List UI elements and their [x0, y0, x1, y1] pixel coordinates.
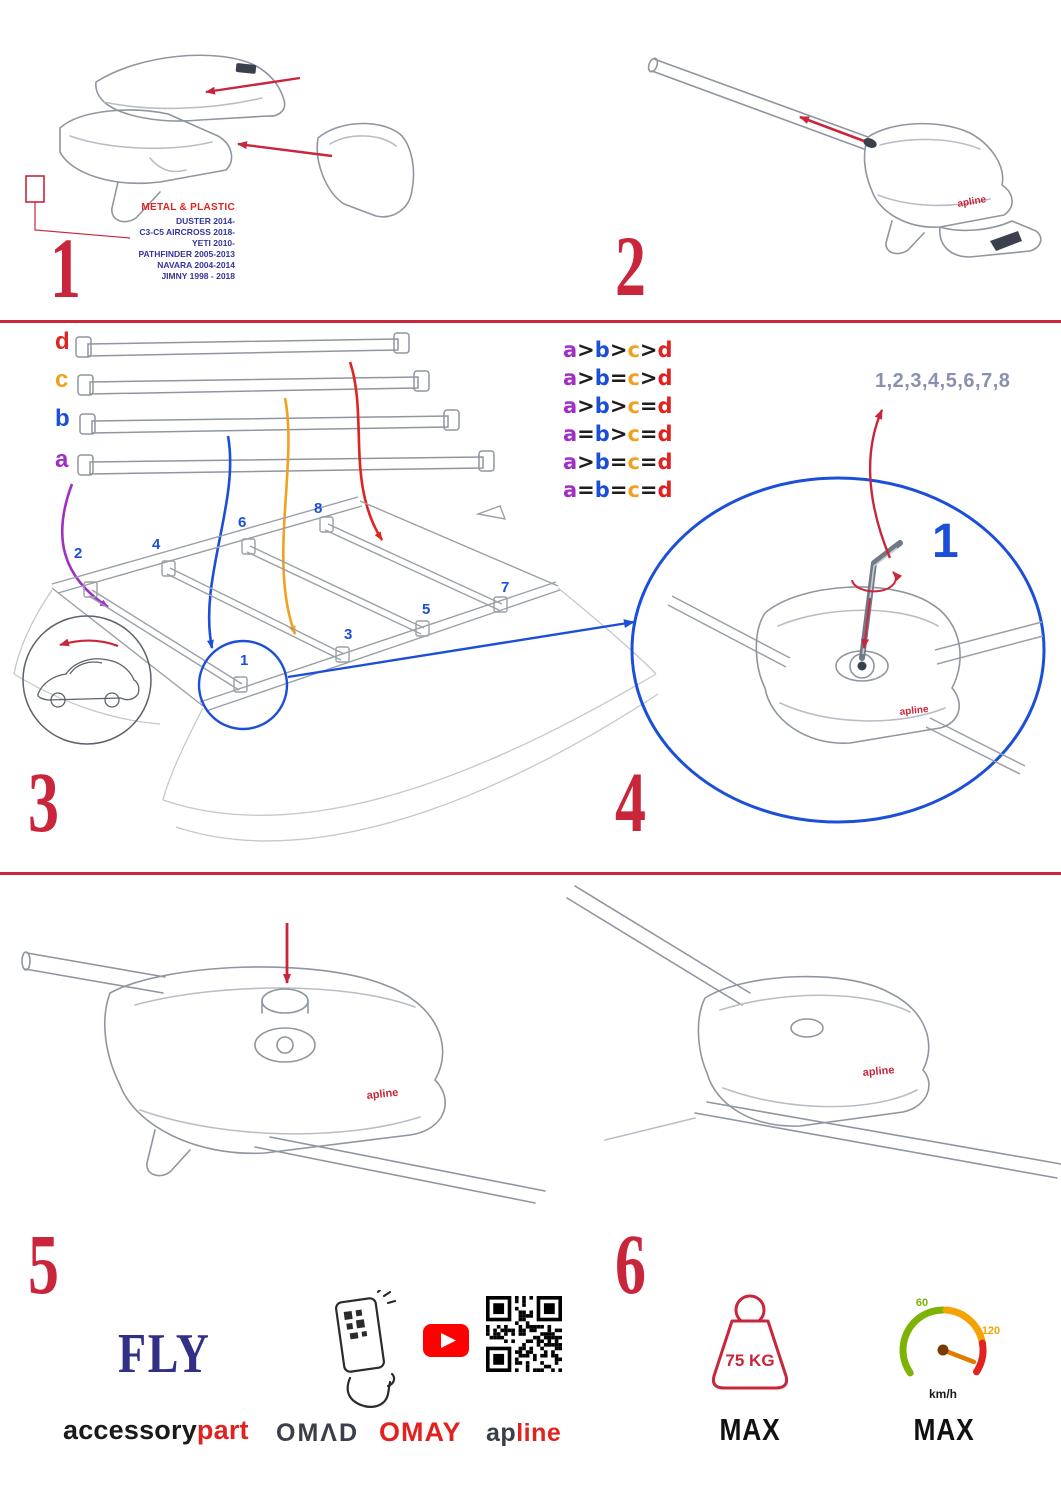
comparison-line: a>b>c>d — [563, 338, 673, 362]
apline-logo: apline — [486, 1419, 561, 1448]
compatibility-line: DUSTER 2014- — [175, 216, 235, 226]
weight-limit-icon: 75 KG — [712, 1294, 788, 1390]
bar-label-b: b — [55, 405, 70, 432]
tighten-sequence: 1,2,3,4,5,6,7,8 — [875, 370, 1011, 392]
speed-low-label: 60 — [916, 1297, 928, 1309]
brand-label: apline — [957, 194, 988, 210]
weight-max-label: MAX — [719, 1412, 781, 1447]
compatibility-line: JIMNY 1998 - 2018 — [161, 271, 235, 281]
omay-logo: OMAY — [379, 1417, 462, 1447]
roof-number-3: 3 — [344, 626, 353, 643]
bar-label-c: c — [55, 366, 69, 393]
youtube-icon — [423, 1324, 469, 1357]
brand-label: apline — [366, 1087, 399, 1102]
crossbar-set-drawing — [75, 332, 495, 476]
roof-number-2: 2 — [74, 545, 83, 562]
apline-ap: ap — [486, 1419, 517, 1447]
step-number-4: 4 — [615, 754, 646, 850]
foot-closeup-drawing: apline — [630, 409, 1046, 824]
weight-value: 75 KG — [725, 1351, 774, 1370]
speed-max-label: MAX — [913, 1412, 975, 1447]
step-number-2: 2 — [615, 218, 646, 314]
accessorypart-logo: accessorypart — [63, 1415, 249, 1446]
comparison-line: a>b=c>d — [563, 366, 673, 390]
foot-mounted-drawing: apline — [566, 885, 1061, 1179]
speed-unit-label: km/h — [929, 1387, 957, 1401]
bar-label-a: a — [55, 446, 69, 473]
speed-high-label: 120 — [982, 1325, 1000, 1337]
section-divider — [0, 872, 1061, 875]
comparison-list: a>b>c>d a>b=c>d a>b>c=d a=b>c=d a>b=c=d a=b=c… — [563, 336, 673, 504]
compatibility-line: PATHFINDER 2005-2013 — [138, 249, 235, 259]
comparison-line: a>b>c=d — [563, 394, 673, 418]
roof-number-1: 1 — [240, 652, 249, 669]
step-number-3: 3 — [28, 754, 59, 850]
apline-line: line — [516, 1419, 562, 1447]
material-label: METAL & PLASTIC — [141, 202, 235, 213]
compatibility-block: METAL & PLASTIC DUSTER 2014-C3-C5 AIRCRO… — [100, 202, 235, 282]
roof-number-8: 8 — [314, 500, 323, 517]
car-direction-drawing — [22, 615, 152, 745]
compatibility-line: NAVARA 2004-2014 — [157, 260, 235, 270]
accessorypart-black: accessory — [63, 1415, 197, 1445]
comparison-line: a=b=c=d — [563, 478, 673, 502]
omad-logo: OMΛD — [276, 1419, 359, 1447]
comparison-line: a>b=c=d — [563, 450, 673, 474]
brand-label: apline — [899, 704, 929, 718]
bar-label-d: d — [55, 328, 70, 355]
roof-number-5: 5 — [422, 601, 431, 618]
clamp-exploded-drawing — [25, 54, 415, 239]
roof-number-6: 6 — [238, 514, 247, 531]
roof-number-7: 7 — [501, 579, 510, 596]
comparison-line: a=b>c=d — [563, 422, 673, 446]
step-number-1: 1 — [50, 220, 81, 316]
speedometer-icon: 60 120 km/h — [899, 1297, 1000, 1401]
section-divider — [0, 320, 1061, 323]
roof-overview-drawing — [13, 332, 659, 842]
brand-label: apline — [862, 1064, 895, 1079]
qr-code — [486, 1296, 562, 1372]
accessorypart-red: part — [196, 1415, 249, 1445]
roof-number-4: 4 — [152, 536, 161, 553]
position-1-highlight — [197, 639, 289, 731]
compatibility-line: YETI 2010- — [192, 238, 235, 248]
cap-install-drawing: apline — [21, 923, 546, 1204]
sequence-highlight: 1 — [932, 515, 959, 568]
bar-insertion-drawing: apline — [647, 57, 1042, 258]
phone-qr-icon — [335, 1290, 397, 1408]
fly-logo: FLY — [118, 1323, 211, 1385]
step-number-5: 5 — [28, 1216, 59, 1312]
step-number-6: 6 — [615, 1216, 646, 1312]
compatibility-list: DUSTER 2014-C3-C5 AIRCROSS 2018-YETI 201… — [100, 216, 235, 282]
compatibility-line: C3-C5 AIRCROSS 2018- — [139, 227, 235, 237]
